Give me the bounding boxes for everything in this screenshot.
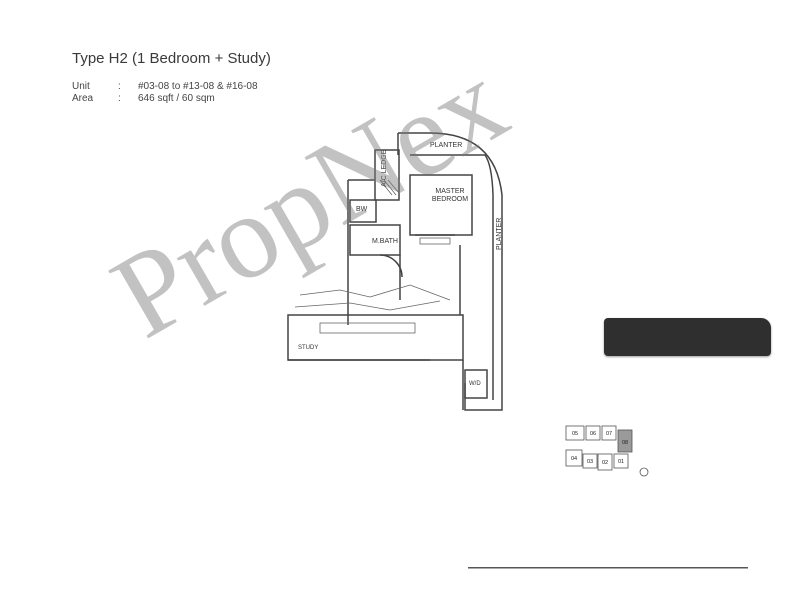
unit-label: Unit	[72, 81, 90, 92]
door-swing	[379, 254, 403, 278]
keyplan-unit	[585, 425, 601, 441]
lower-wall	[288, 359, 464, 410]
planter-edge	[410, 154, 494, 400]
keyplan-unit	[597, 453, 613, 471]
brand-logo-bar	[604, 318, 771, 356]
label-m-bath: M.BATH	[372, 238, 398, 245]
label-bw: BW	[356, 206, 368, 213]
study-box	[287, 314, 464, 361]
disclaimer-line	[468, 567, 748, 569]
floor-plan: PLANTER A/C LEDGE MASTER BEDROOM BW M.BA…	[287, 132, 503, 411]
keyplan-label: 05	[572, 431, 578, 437]
label-master-1: MASTER	[435, 188, 464, 195]
floor-texture	[294, 284, 451, 311]
inner-wall	[347, 179, 461, 325]
label-wd: W/D	[469, 381, 481, 387]
key-plan: 05 06 07 08 04 03 02 01	[565, 425, 649, 477]
keyplan-unit	[601, 425, 617, 441]
wd-box	[464, 369, 488, 399]
area-value: 646 sqft / 60 sqm	[138, 93, 215, 104]
label-planter-top: PLANTER	[430, 142, 462, 149]
unit-value: #03-08 to #13-08 & #16-08	[138, 81, 258, 92]
keyplan-unit	[613, 453, 629, 469]
area-separator: :	[118, 93, 121, 104]
keyplan-unit	[565, 449, 583, 467]
keyplan-label: 02	[602, 460, 608, 466]
unit-row: Unit : #03-08 to #13-08 & #16-08	[72, 81, 258, 93]
north-arrow-icon	[639, 467, 649, 477]
keyplan-unit-highlight	[617, 429, 633, 453]
label-planter-side: PLANTER	[496, 218, 503, 250]
area-label: Area	[72, 93, 94, 104]
label-ac-ledge: A/C LEDGE	[381, 149, 388, 187]
label-study: STUDY	[298, 345, 318, 351]
unit-title: Type H2 (1 Bedroom + Study)	[72, 50, 271, 67]
bedroom-box	[409, 174, 473, 236]
keyplan-unit	[582, 453, 598, 469]
keyplan-label: 01	[618, 459, 624, 465]
label-master-2: BEDROOM	[432, 196, 468, 203]
bw-box	[349, 199, 377, 223]
keyplan-label: 04	[571, 456, 577, 462]
study-counter	[319, 322, 416, 334]
keyplan-unit	[565, 425, 585, 441]
m-bath-box	[349, 224, 401, 256]
area-row: Area : 646 sqft / 60 sqm	[72, 93, 258, 105]
keyplan-label: 03	[587, 459, 593, 465]
unit-meta: Unit : #03-08 to #13-08 & #16-08 Area : …	[72, 81, 258, 105]
keyplan-label: 06	[590, 431, 596, 437]
unit-separator: :	[118, 81, 121, 92]
keyplan-label-highlight: 08	[622, 440, 628, 446]
outer-wall	[397, 132, 503, 411]
ac-hatching	[379, 179, 400, 196]
ac-ledge-box	[374, 149, 400, 201]
keyplan-label: 07	[606, 431, 612, 437]
wardrobe	[419, 237, 451, 245]
